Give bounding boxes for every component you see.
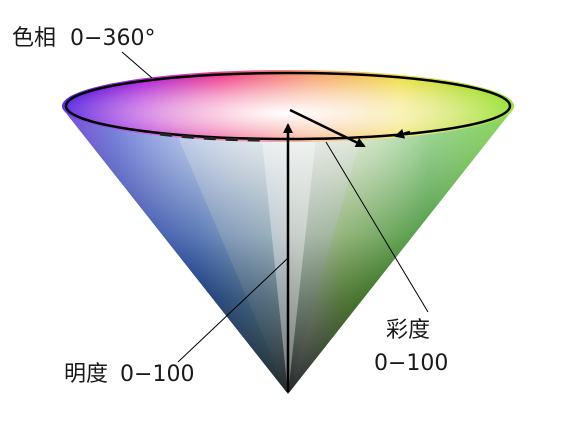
value-label: 明度 0−100 bbox=[64, 364, 194, 386]
cone-body bbox=[62, 108, 514, 394]
hue-range: 0−360° bbox=[70, 26, 156, 51]
cone-top-disc bbox=[62, 70, 514, 142]
saturation-leader-line bbox=[325, 141, 429, 313]
value-leader-line bbox=[177, 257, 289, 363]
hue-name: 色相 bbox=[12, 26, 57, 51]
hue-arrow bbox=[394, 128, 411, 139]
saturation-arrow bbox=[289, 108, 366, 148]
hue-label: 色相 0−360° bbox=[12, 28, 155, 50]
hue-rim-dashed bbox=[159, 132, 263, 142]
value-name: 明度 bbox=[64, 362, 109, 387]
saturation-name: 彩度 bbox=[386, 318, 431, 343]
saturation-range: 0−100 bbox=[374, 351, 449, 376]
hue-leader-line bbox=[121, 51, 153, 79]
value-range: 0−100 bbox=[120, 362, 195, 387]
